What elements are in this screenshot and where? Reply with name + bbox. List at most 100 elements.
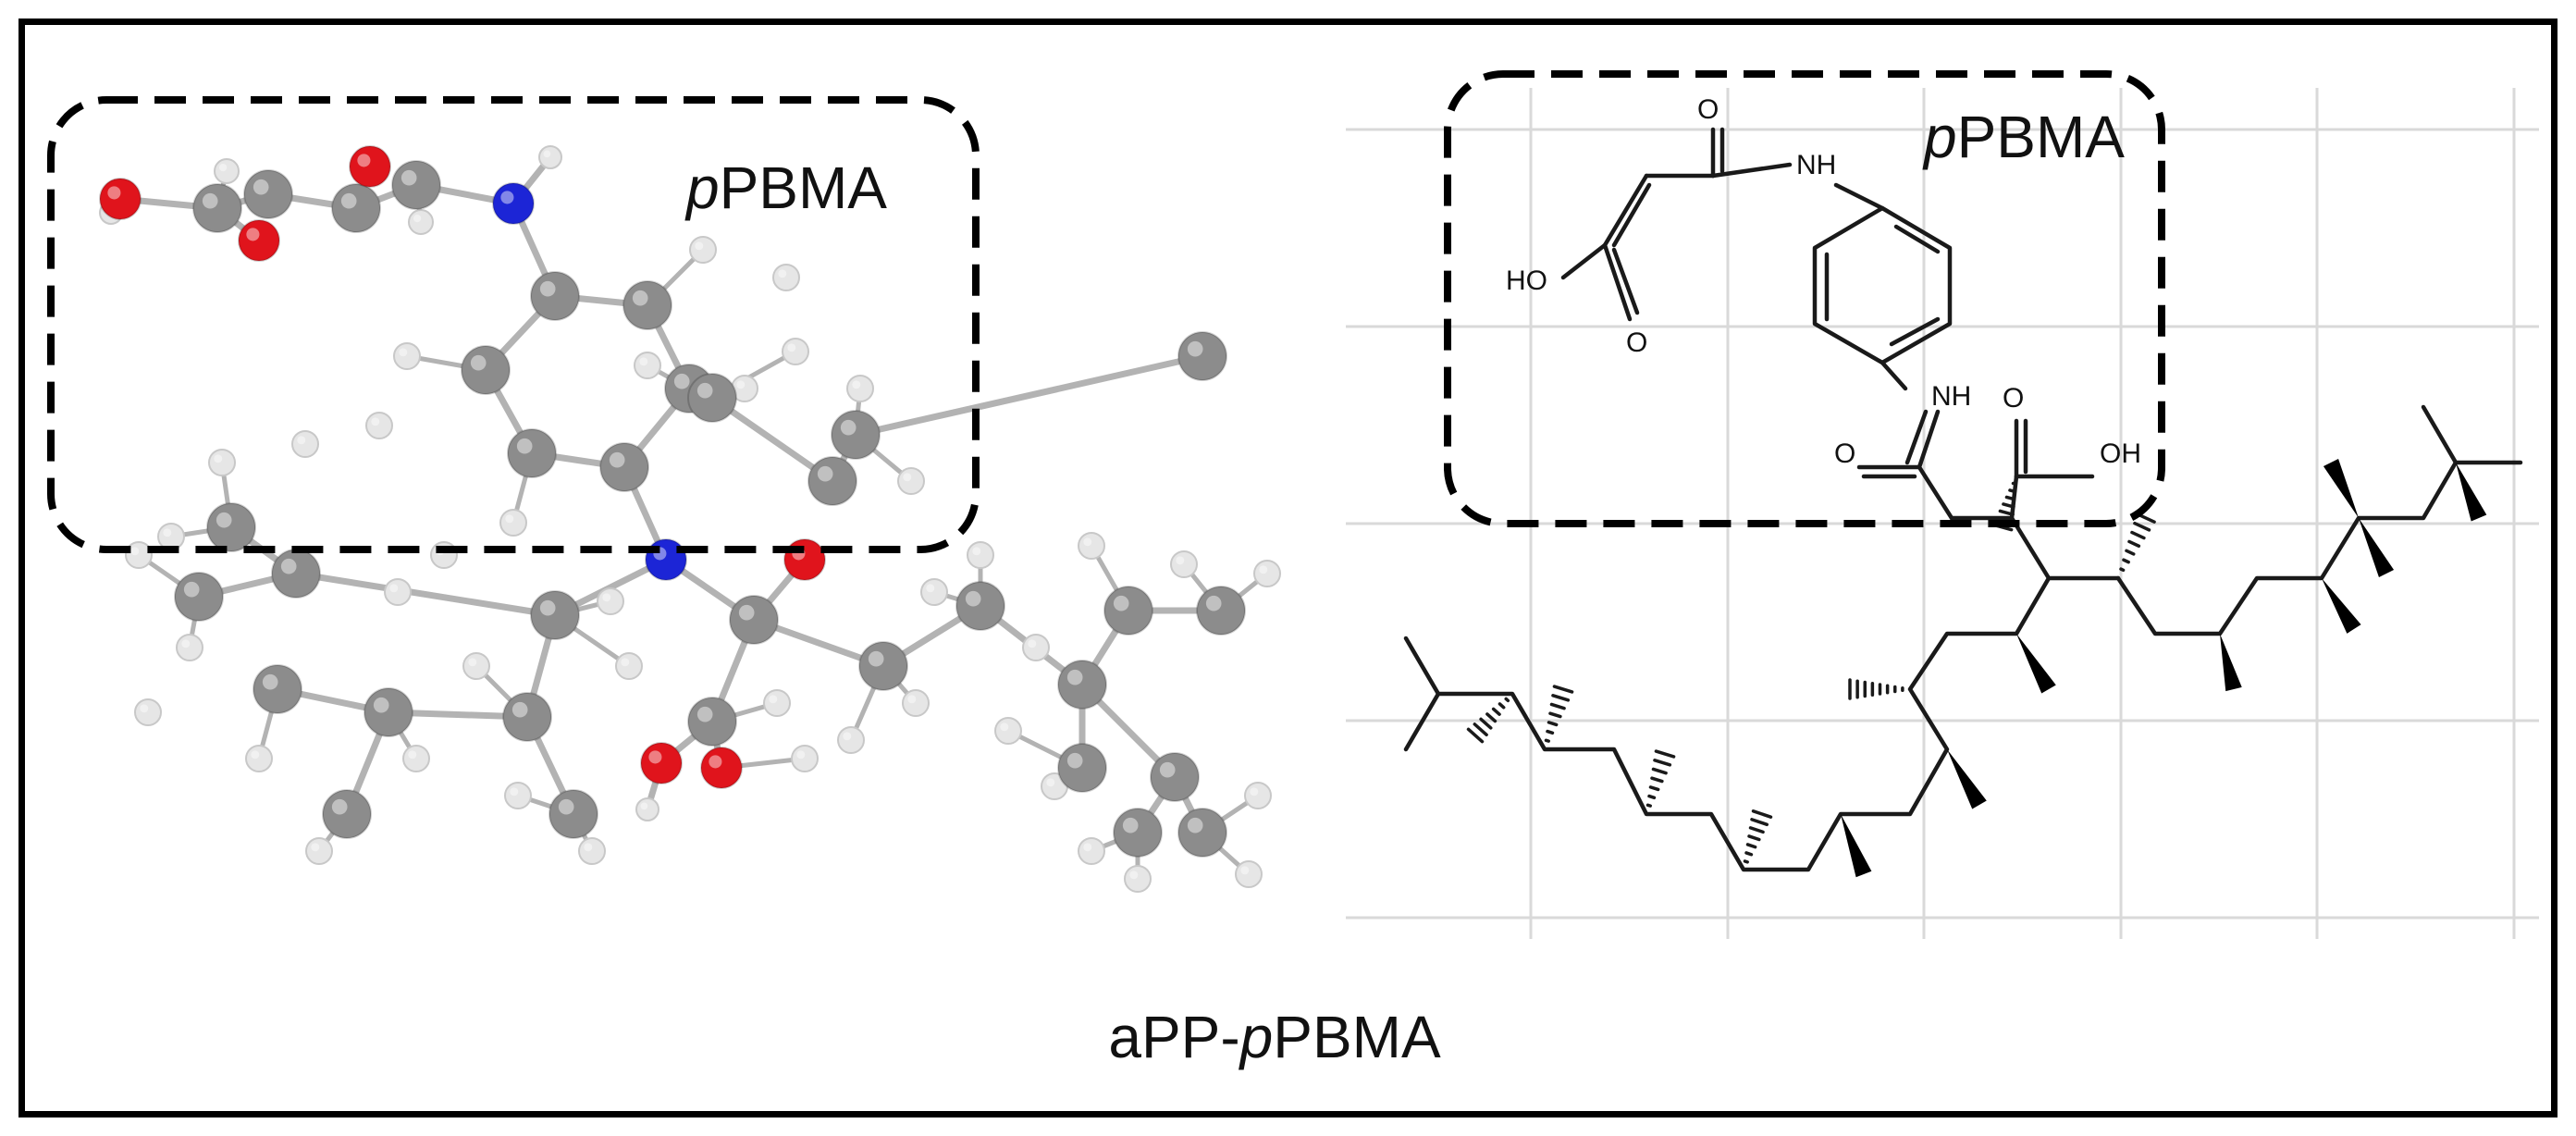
- atom-highlight: [399, 348, 408, 357]
- skeletal-bond: [1917, 409, 1941, 470]
- atom-hydrogen: [897, 467, 925, 495]
- skeletal-bond: [1602, 173, 1649, 248]
- atom-carbon: [1177, 331, 1227, 381]
- atom-carbon: [206, 502, 256, 552]
- skeletal-wedge-bond: [2323, 458, 2359, 518]
- atom-hydrogen: [291, 430, 319, 458]
- atom-highlight: [1113, 595, 1129, 611]
- atom-hydrogen: [1078, 532, 1105, 560]
- atom-highlight: [738, 604, 755, 621]
- skeletal-hash-bond: [1546, 729, 1555, 735]
- skeletal-wedge-bond: [2456, 463, 2487, 522]
- atom-highlight: [1259, 565, 1268, 574]
- atom-highlight: [505, 514, 514, 524]
- skeletal-bond: [1560, 242, 1608, 280]
- atom-hydrogen: [499, 509, 527, 537]
- atom-hydrogen: [305, 837, 333, 865]
- skeletal-hash-bond: [1549, 702, 1566, 710]
- skeletal-bond: [1917, 464, 1954, 521]
- atom-carbon: [687, 697, 737, 747]
- atom-carbon: [1113, 808, 1163, 858]
- atom-highlight: [251, 750, 260, 759]
- skeletal-hash-bond: [1653, 759, 1672, 767]
- atom-highlight: [1083, 843, 1092, 852]
- atom-highlight: [1046, 778, 1055, 787]
- atom-highlight: [512, 701, 528, 718]
- atom-hydrogen: [208, 449, 236, 476]
- skeletal-hash-bond: [1654, 749, 1676, 759]
- atom-carbon: [858, 641, 908, 691]
- atom-highlight: [253, 179, 269, 195]
- atom-nitrogen: [492, 182, 535, 225]
- figure-frame: [18, 19, 2558, 1117]
- atom-highlight: [632, 290, 648, 306]
- atom-highlight: [163, 528, 172, 537]
- atom-oxygen: [238, 219, 280, 262]
- atom-label-nh-top: NH: [1796, 150, 1836, 180]
- atom-hydrogen: [635, 797, 659, 821]
- skeletal-hash-bond: [2130, 530, 2146, 540]
- atom-highlight: [1176, 556, 1185, 565]
- atom-highlight: [183, 581, 200, 598]
- atom-carbon: [530, 271, 580, 321]
- atom-highlight: [1187, 340, 1203, 357]
- skeletal-hash-bond: [1645, 803, 1652, 808]
- atom-highlight: [357, 154, 371, 167]
- atom-highlight: [843, 732, 852, 741]
- atom-nitrogen: [645, 538, 687, 581]
- atom-highlight: [516, 438, 533, 454]
- skeletal-hash-bond: [2122, 558, 2130, 564]
- skeletal-hash-bond: [1748, 826, 1765, 834]
- skeletal-hash-bond: [1485, 712, 1498, 723]
- atom-highlight: [1066, 752, 1083, 769]
- atom-highlight: [907, 695, 917, 704]
- atom-hydrogen: [1022, 634, 1050, 661]
- atom-highlight: [371, 417, 380, 426]
- atom-highlight: [903, 473, 912, 482]
- atom-highlight: [1250, 787, 1259, 796]
- skeletal-wedge-bond: [2220, 634, 2242, 692]
- skeletal-hash-bond: [2002, 502, 2015, 509]
- atom-carbon: [831, 410, 881, 460]
- atom-highlight: [539, 599, 556, 616]
- atom-carbon: [507, 428, 557, 478]
- atom-highlight: [202, 192, 218, 209]
- atom-hydrogen: [763, 689, 791, 717]
- skeletal-hash-bond: [1751, 809, 1773, 819]
- skeletal-atom-labels: O NH HO O NH O O OH: [1506, 94, 2141, 469]
- left-highlight-box: [47, 96, 980, 553]
- skeletal-bond: [1812, 205, 1953, 365]
- atom-hydrogen: [782, 338, 809, 365]
- atom-highlight: [558, 798, 574, 815]
- atom-carbon: [955, 581, 1005, 631]
- atom-highlight: [709, 755, 722, 769]
- atom-highlight: [584, 843, 593, 852]
- atom-highlight: [840, 419, 857, 436]
- atom-hydrogen: [597, 587, 624, 615]
- atom-hydrogen: [1235, 860, 1263, 888]
- atom-carbon: [502, 692, 552, 742]
- right-highlight-box: [1444, 70, 2165, 527]
- atom-highlight: [331, 798, 348, 815]
- atom-highlight: [280, 558, 297, 574]
- atom-highlight: [311, 843, 320, 852]
- skeletal-bond: [1403, 575, 2052, 872]
- atom-carbon: [687, 373, 737, 423]
- atom-hydrogen: [689, 236, 717, 264]
- atom-highlight: [140, 704, 149, 713]
- skeletal-bond: [1403, 691, 1441, 752]
- atom-hydrogen: [772, 264, 800, 291]
- atom-hydrogen: [176, 634, 203, 661]
- skeletal-double-bond: [1904, 409, 1929, 465]
- atom-hydrogen: [1124, 865, 1152, 893]
- atom-hydrogen: [402, 745, 430, 772]
- skeletal-hash-bond: [1552, 685, 1574, 694]
- atom-carbon: [1150, 752, 1200, 802]
- atom-highlight: [470, 354, 487, 371]
- atom-oxygen: [349, 145, 391, 188]
- atom-hydrogen: [1244, 782, 1272, 809]
- atom-highlight: [609, 451, 625, 468]
- atom-highlight: [696, 382, 713, 399]
- atom-highlight: [1240, 866, 1250, 875]
